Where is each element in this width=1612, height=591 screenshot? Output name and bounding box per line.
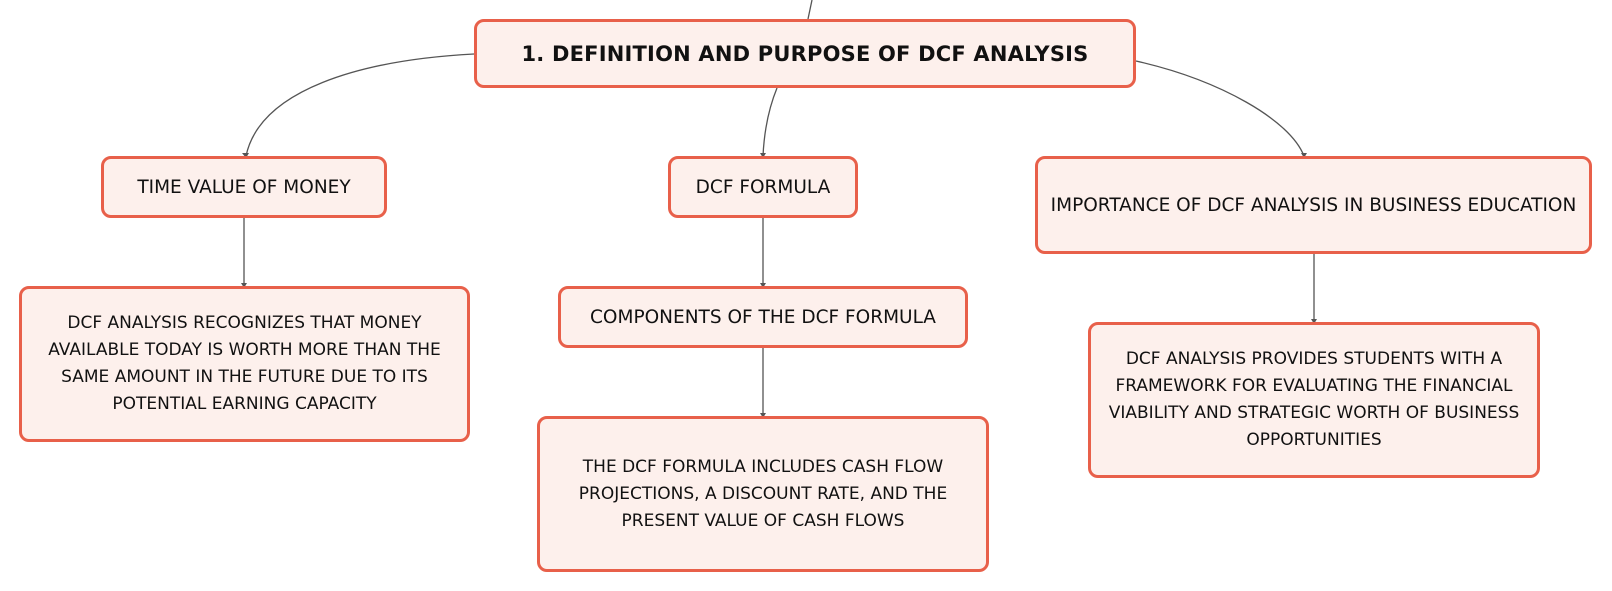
- topic-node-label: TIME VALUE OF MONEY: [137, 176, 351, 198]
- arrowhead-time-value-detail: [241, 283, 247, 288]
- connector-root-to-time-value: [245, 53, 475, 157]
- topic-node-time-value-of-money[interactable]: TIME VALUE OF MONEY: [101, 156, 387, 218]
- detail-node-text: DCF ANALYSIS PROVIDES STUDENTS WITH A FR…: [1108, 349, 1520, 450]
- detail-node-time-value[interactable]: DCF ANALYSIS RECOGNIZES THAT MONEY AVAIL…: [19, 286, 470, 442]
- topic-node-importance[interactable]: IMPORTANCE OF DCF ANALYSIS IN BUSINESS E…: [1035, 156, 1592, 254]
- arrowhead-formula-detail: [760, 413, 766, 418]
- arrowhead-importance-detail: [1311, 319, 1317, 324]
- subtopic-node-components[interactable]: COMPONENTS OF THE DCF FORMULA: [558, 286, 968, 348]
- connector-parent-in: [807, 0, 813, 20]
- topic-node-dcf-formula[interactable]: DCF FORMULA: [668, 156, 858, 218]
- connector-root-to-dcf-formula: [762, 87, 778, 157]
- arrowhead-time-value: [242, 153, 249, 158]
- detail-node-text: THE DCF FORMULA INCLUDES CASH FLOW PROJE…: [578, 456, 948, 531]
- arrowhead-dcf-formula: [760, 153, 766, 158]
- root-node[interactable]: 1. DEFINITION AND PURPOSE OF DCF ANALYSI…: [474, 19, 1136, 88]
- detail-node-text: DCF ANALYSIS RECOGNIZES THAT MONEY AVAIL…: [48, 313, 441, 414]
- detail-node-importance[interactable]: DCF ANALYSIS PROVIDES STUDENTS WITH A FR…: [1088, 322, 1540, 478]
- connector-root-to-importance: [1135, 60, 1305, 157]
- topic-node-label: IMPORTANCE OF DCF ANALYSIS IN BUSINESS E…: [1050, 194, 1577, 216]
- arrowhead-importance: [1301, 153, 1307, 158]
- arrowhead-components: [760, 283, 766, 288]
- subtopic-node-label: COMPONENTS OF THE DCF FORMULA: [590, 306, 936, 328]
- topic-node-label: DCF FORMULA: [695, 176, 831, 198]
- root-node-label: 1. DEFINITION AND PURPOSE OF DCF ANALYSI…: [521, 41, 1089, 66]
- detail-node-dcf-formula[interactable]: THE DCF FORMULA INCLUDES CASH FLOW PROJE…: [537, 416, 989, 572]
